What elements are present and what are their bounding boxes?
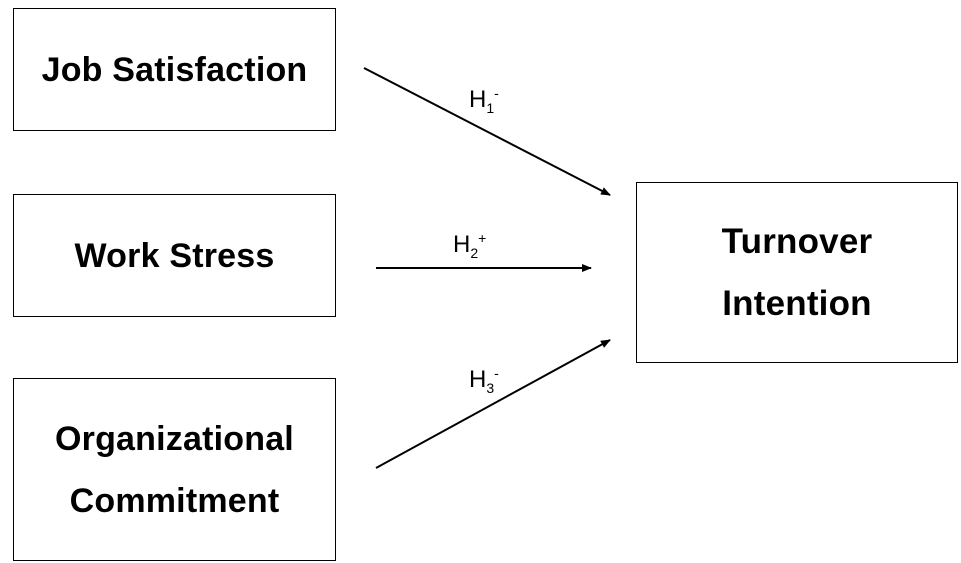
work-stress-box: Work Stress — [13, 194, 336, 317]
hypothesis-2-sign: + — [478, 230, 487, 246]
turnover-intention-line2: Intention — [722, 283, 872, 323]
turnover-intention-line1: Turnover — [721, 221, 873, 261]
hypothesis-2-label: H2+ — [453, 230, 487, 260]
hypothesis-2-index: 2 — [470, 244, 479, 261]
organizational-commitment-line2: Commitment — [69, 481, 280, 520]
hypothesis-1-sign: - — [494, 85, 499, 101]
hypothesis-1-label: H1- — [469, 85, 499, 115]
hypothesis-2-letter: H — [453, 231, 471, 258]
hypothesis-1-index: 1 — [486, 99, 495, 116]
turnover-intention-label: Turnover Intention — [722, 211, 873, 335]
arrow-h3 — [375, 339, 611, 469]
hypothesis-3-sign: - — [494, 365, 499, 381]
hypothesis-1-letter: H — [469, 86, 487, 113]
hypothesis-3-label: H3- — [469, 365, 499, 395]
hypothesis-3-letter: H — [469, 366, 487, 393]
organizational-commitment-label: Organizational Commitment — [55, 408, 294, 532]
arrow-h1 — [363, 67, 611, 196]
work-stress-label: Work Stress — [74, 236, 275, 275]
job-satisfaction-label: Job Satisfaction — [41, 50, 308, 89]
organizational-commitment-box: Organizational Commitment — [13, 378, 336, 561]
job-satisfaction-box: Job Satisfaction — [13, 8, 336, 131]
turnover-intention-box: Turnover Intention — [636, 182, 958, 363]
hypothesis-3-index: 3 — [486, 379, 495, 396]
organizational-commitment-line1: Organizational — [55, 419, 294, 458]
